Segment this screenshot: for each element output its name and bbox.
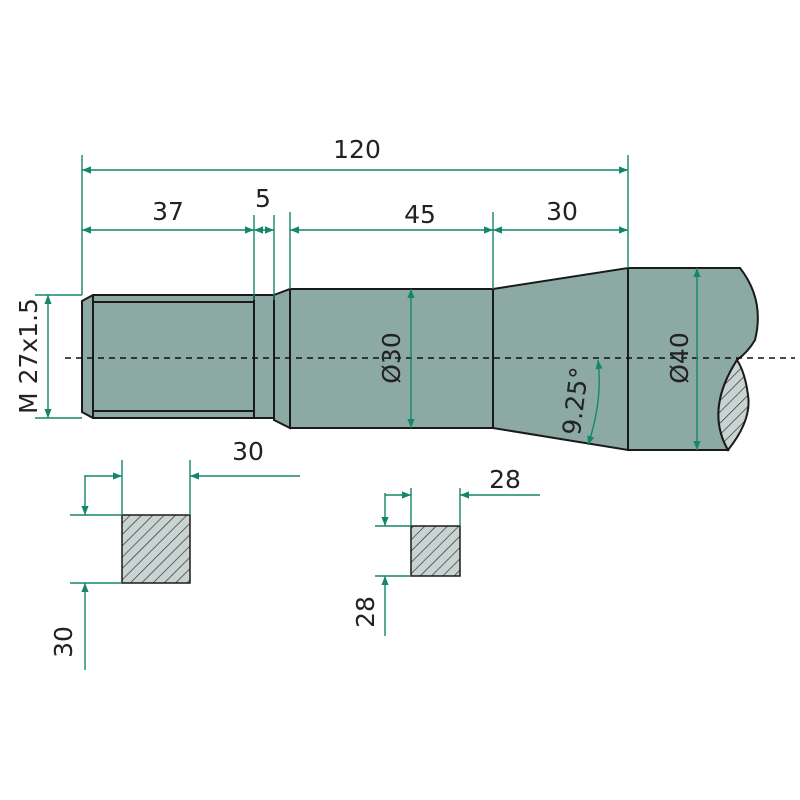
groove-section — [253, 294, 275, 419]
square-large-hatched — [121, 514, 191, 584]
section-square-small: 28 28 — [351, 465, 540, 636]
label-square-large-width: 30 — [232, 437, 264, 466]
section-square-large: 30 30 — [49, 437, 300, 670]
dim-arc-taper-angle — [587, 359, 603, 446]
label-square-large-height: 30 — [49, 626, 78, 658]
label-thread-length: 37 — [152, 197, 184, 226]
label-thread: M 27x1.5 — [14, 298, 43, 414]
label-overall-length: 120 — [333, 135, 381, 164]
label-taper-length: 30 — [546, 197, 578, 226]
break-section-hatched — [717, 358, 750, 452]
label-body-length: 45 — [404, 200, 436, 229]
label-body-diameter: Ø30 — [377, 332, 406, 384]
shaft — [65, 266, 795, 452]
square-small-hatched — [410, 525, 461, 577]
label-square-small-height: 28 — [351, 596, 380, 628]
label-groove-width: 5 — [255, 184, 271, 213]
thread-section — [81, 294, 255, 419]
label-shank-diameter: Ø40 — [665, 332, 694, 384]
label-square-small-width: 28 — [489, 465, 521, 494]
